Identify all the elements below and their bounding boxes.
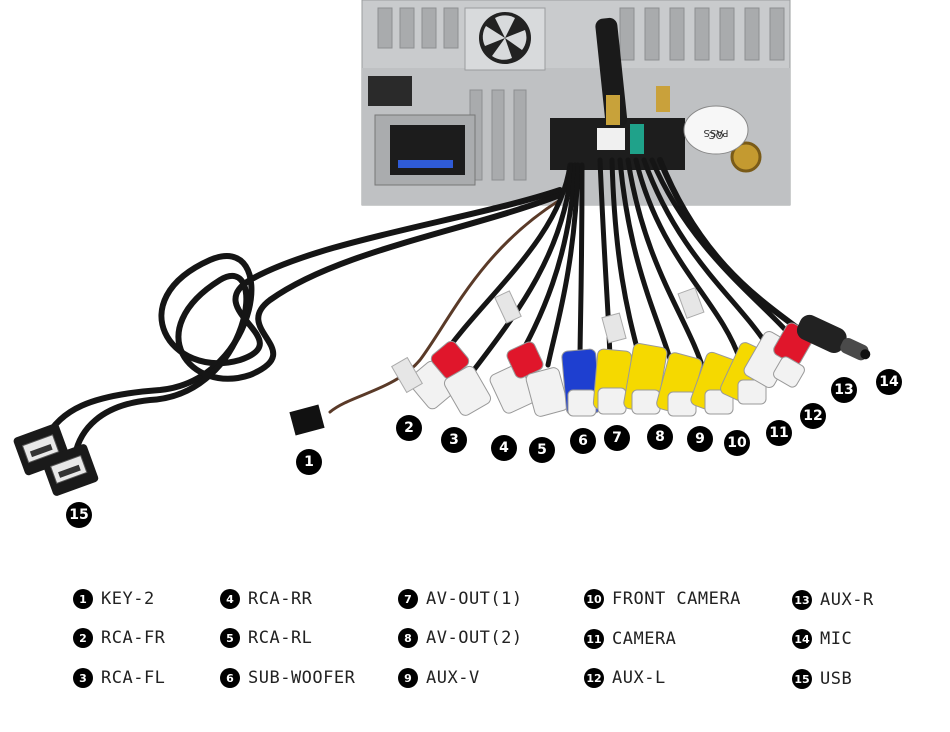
legend-item-mic: 14 MIC [792,628,852,650]
callout-13: 13 [831,377,857,403]
legend-label: AUX-R [820,590,874,610]
legend-item-aux-r: 13 AUX-R [792,589,874,611]
callout-6: 6 [570,428,596,454]
head-unit-chassis: QC PASS [361,0,791,206]
legend-label: FRONT CAMERA [612,589,741,609]
wiring-harness-illustration: QC PASS [13,0,871,496]
rca-jacks [408,322,814,417]
legend-item-sub-woofer: 6 SUB-WOOFER [220,667,355,689]
callout-14: 14 [876,369,902,395]
legend-number: 2 [73,628,93,648]
legend-item-front-camera: 10 FRONT CAMERA [584,588,741,610]
legend-number: 11 [584,629,604,649]
callout-12: 12 [800,403,826,429]
callout-2: 2 [396,415,422,441]
legend-label: RCA-FL [101,668,166,688]
key2-connector [289,404,325,436]
qc-sticker-line2: PASS [704,127,729,138]
legend-item-rca-fr: 2 RCA-FR [73,627,165,649]
legend-item-rca-rr: 4 RCA-RR [220,588,312,610]
legend-label: KEY-2 [101,589,155,609]
callout-10: 10 [724,430,750,456]
legend-number: 15 [792,669,812,689]
qc-sticker-line1: QC [709,129,724,140]
legend-item-key2: 1 KEY-2 [73,588,155,610]
legend-item-av-out-2: 8 AV-OUT(2) [398,627,523,649]
legend-number: 4 [220,589,240,609]
rca-jack-fl [443,365,492,416]
legend-item-rca-fl: 3 RCA-FL [73,667,165,689]
legend-label: AUX-V [426,668,480,688]
legend-number: 12 [584,668,604,688]
legend-item-usb: 15 USB [792,668,852,690]
callout-4: 4 [491,435,517,461]
rca-jack-rl [525,367,569,417]
legend-item-rca-rl: 5 RCA-RL [220,627,312,649]
legend-label: RCA-FR [101,628,166,648]
mic-plug [796,314,871,361]
legend-number: 14 [792,629,812,649]
callout-5: 5 [529,437,555,463]
legend-item-av-out-1: 7 AV-OUT(1) [398,588,523,610]
legend-item-camera: 11 CAMERA [584,628,676,650]
legend-label: AUX-L [612,668,666,688]
callout-1: 1 [296,449,322,475]
usb-plugs [13,423,99,496]
legend-label: RCA-RL [248,628,313,648]
callout-7: 7 [604,425,630,451]
legend-number: 9 [398,668,418,688]
callout-8: 8 [647,424,673,450]
legend-number: 7 [398,589,418,609]
legend-label: MIC [820,629,853,649]
legend-label: SUB-WOOFER [248,668,356,688]
legend-item-aux-l: 12 AUX-L [584,667,666,689]
legend-number: 8 [398,628,418,648]
legend-label: AV-OUT(1) [426,589,523,609]
callout-3: 3 [441,427,467,453]
legend-label: CAMERA [612,629,677,649]
wire-tags [391,287,705,394]
legend-number: 13 [792,590,812,610]
legend-number: 5 [220,628,240,648]
legend-number: 10 [584,589,604,609]
callout-15: 15 [66,502,92,528]
legend-label: AV-OUT(2) [426,628,523,648]
legend-number: 3 [73,668,93,688]
legend-label: USB [820,669,853,689]
legend-number: 1 [73,589,93,609]
callout-9: 9 [687,426,713,452]
legend-item-aux-v: 9 AUX-V [398,667,480,689]
legend-label: RCA-RR [248,589,313,609]
callout-11: 11 [766,420,792,446]
legend-number: 6 [220,668,240,688]
